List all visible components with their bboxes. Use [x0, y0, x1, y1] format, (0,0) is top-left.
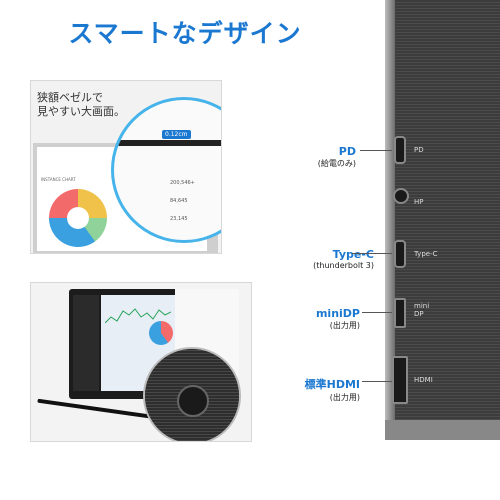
callout-pd-note: (給電のみ) — [317, 159, 356, 168]
pie-chip-icon — [149, 321, 173, 345]
metal-zoom-circle — [143, 347, 241, 441]
callout-hdmi-note: (出力用) — [329, 393, 360, 402]
leader-line — [362, 381, 392, 382]
kickstand-knob-icon — [177, 385, 209, 417]
port-label-hdmi: HDMI — [414, 376, 433, 384]
donut-chart-icon — [49, 189, 107, 247]
stat-number: 200,546+ — [170, 180, 195, 186]
stat-number: 84,645 — [170, 198, 188, 204]
callout-hdmi-title: 標準HDMI — [304, 378, 360, 391]
leader-line — [362, 312, 392, 313]
caption-line-2: 見やすい大画面。 — [37, 105, 125, 118]
callout-minidp-title: miniDP — [315, 307, 360, 320]
usb-c-port — [394, 240, 406, 268]
bezel-measure-badge: 0.12cm — [162, 130, 191, 139]
hdmi-port — [392, 356, 408, 404]
laptop-sidebar — [73, 295, 99, 391]
mini-dp-port — [394, 298, 406, 328]
page-title: スマートなデザイン — [68, 19, 302, 48]
caption-line-1: 狭額ベゼルで — [37, 91, 103, 104]
monitor-base — [385, 420, 500, 440]
dashboard-label: INSTANCE CHART — [41, 177, 76, 182]
leader-line — [360, 150, 392, 151]
bezel-zoom-circle: 0.12cm 200,546+ 84,645 23,145 — [111, 97, 221, 243]
narrow-bezel-panel: 狭額ベゼルで 見やすい大画面。 INSTANCE CHART 0.12cm 20… — [30, 80, 222, 254]
monitor-edge — [385, 0, 395, 440]
callout-pd: PD (給電のみ) — [300, 145, 356, 169]
callout-hdmi: 標準HDMI (出力用) — [290, 376, 360, 403]
usb-c-pd-port — [394, 136, 406, 164]
callout-typec: Type-C (thunderbolt 3) — [282, 248, 374, 270]
port-label-minidp: mini DP — [414, 302, 430, 318]
stylus-pen — [37, 398, 157, 420]
callout-minidp: miniDP (出力用) — [300, 307, 360, 331]
stat-number: 23,145 — [170, 216, 188, 222]
port-label-hp: HP — [414, 198, 424, 206]
callout-typec-note: (thunderbolt 3) — [313, 261, 374, 270]
metal-body-panel — [30, 282, 252, 442]
callout-pd-title: PD — [338, 145, 356, 158]
headphone-jack — [393, 188, 409, 204]
port-label-typec: Type-C — [414, 250, 438, 258]
callout-typec-title: Type-C — [332, 248, 374, 261]
line-chart-icon — [105, 308, 171, 324]
port-label-pd: PD — [414, 146, 424, 154]
bezel-caption: 狭額ベゼルで 見やすい大画面。 — [37, 91, 125, 119]
leader-line — [352, 253, 392, 254]
callout-minidp-note: (出力用) — [329, 321, 360, 330]
bezel-edge-top — [114, 140, 221, 146]
